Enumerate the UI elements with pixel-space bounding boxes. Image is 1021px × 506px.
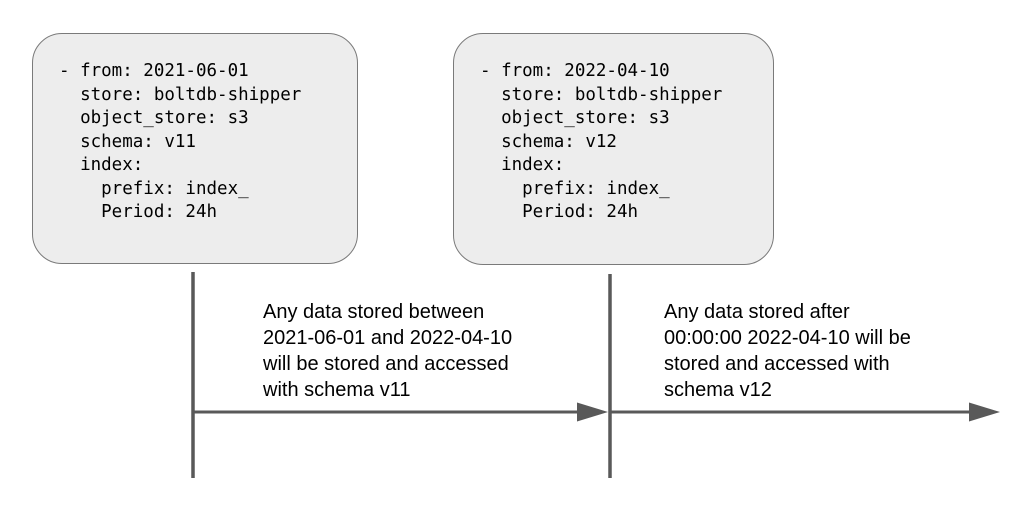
annotation-line: stored and accessed with (664, 353, 890, 375)
timeline-arrow-v11-head (577, 402, 608, 422)
annotation-line: schema v12 (664, 379, 772, 401)
config-line: index: (59, 155, 144, 175)
config-line: - from: 2022-04-10 (480, 61, 670, 81)
config-box-schema-v12: - from: 2022-04-10 store: boltdb-shipper… (453, 33, 774, 265)
annotation-line: Any data stored between (263, 301, 485, 323)
config-line: object_store: s3 (480, 108, 670, 128)
config-line: index: (480, 155, 565, 175)
config-line: store: boltdb-shipper (59, 84, 302, 105)
annotation-line: will be stored and accessed (263, 353, 509, 375)
config-line: schema: v11 (59, 131, 196, 152)
config-line: store: boltdb-shipper (480, 84, 723, 105)
annotation-schema-v11: Any data stored between 2021-06-01 and 2… (263, 299, 603, 403)
annotation-line: 00:00:00 2022-04-10 will be (664, 327, 911, 349)
config-line: Period: 24h (59, 202, 218, 222)
timeline-arrow-v12-head (969, 402, 1000, 422)
config-line: object_store: s3 (59, 108, 249, 128)
config-box-schema-v11: - from: 2021-06-01 store: boltdb-shipper… (32, 33, 358, 264)
config-line: - from: 2021-06-01 (59, 61, 249, 81)
config-line: prefix: index_ (480, 178, 670, 199)
annotation-schema-v12: Any data stored after 00:00:00 2022-04-1… (664, 299, 1004, 403)
annotation-line: 2021-06-01 and 2022-04-10 (263, 327, 513, 349)
config-line: Period: 24h (480, 202, 639, 222)
annotation-line: Any data stored after (664, 301, 850, 323)
config-line: schema: v12 (480, 131, 617, 152)
config-line: prefix: index_ (59, 178, 249, 199)
annotation-line: with schema v11 (263, 379, 411, 401)
